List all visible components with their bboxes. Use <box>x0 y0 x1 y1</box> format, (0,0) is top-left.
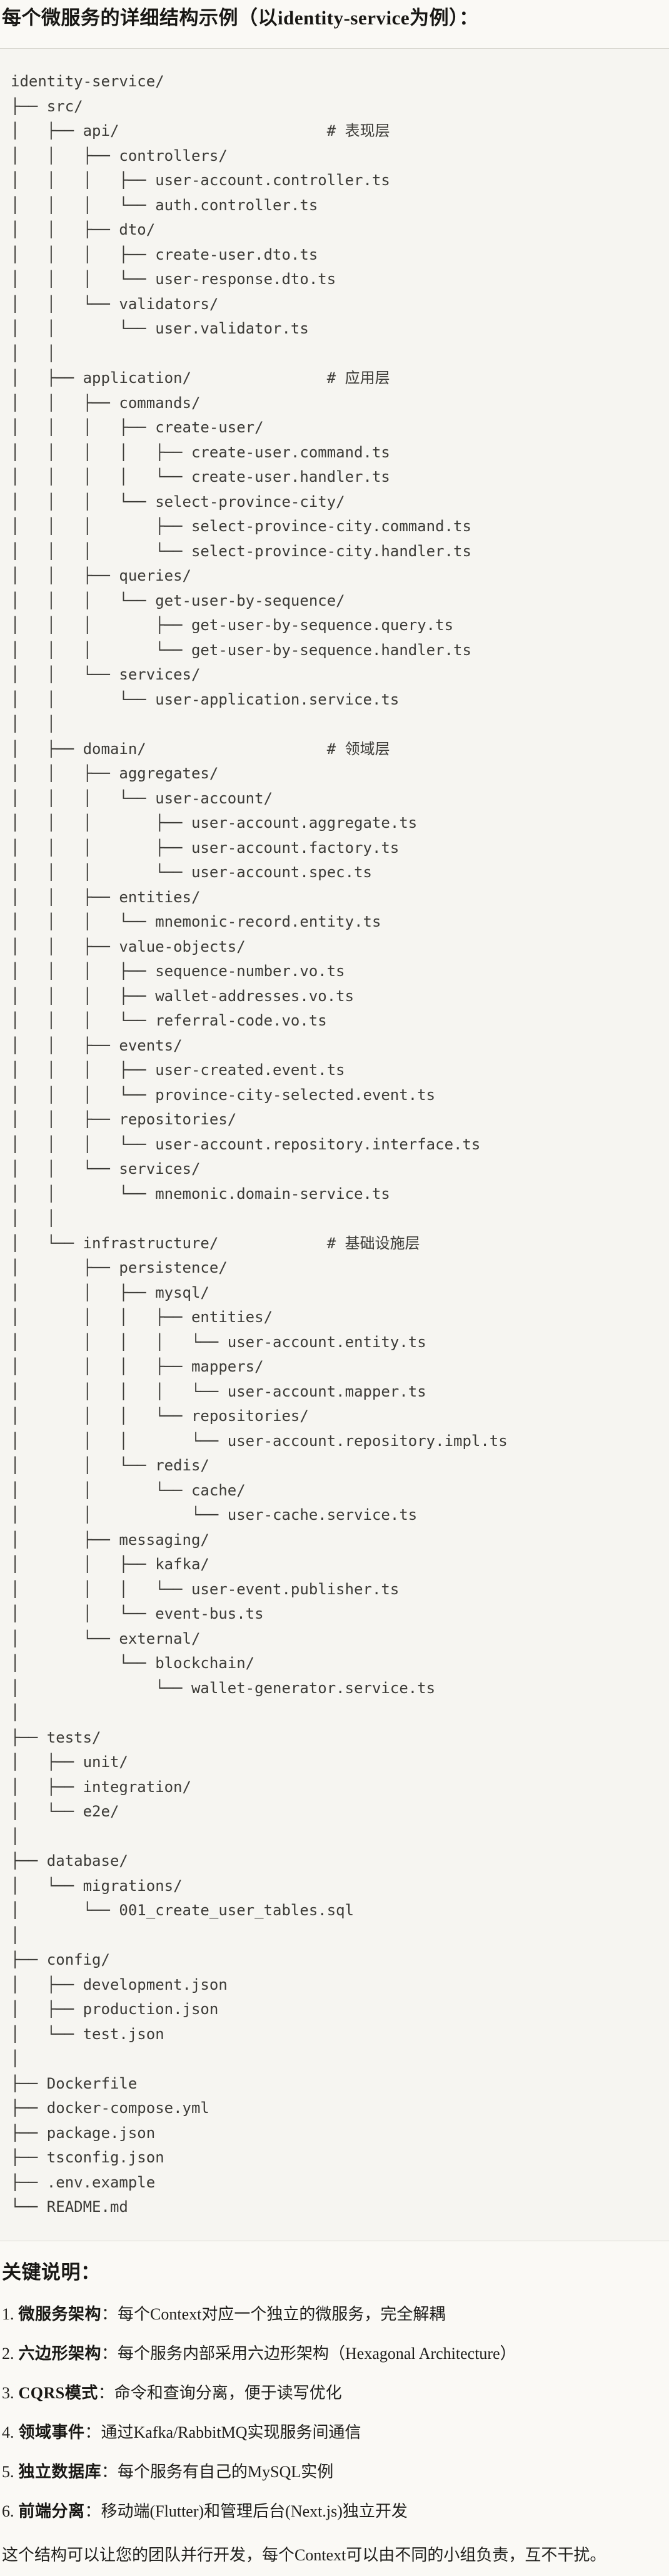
note-label: 领域事件 <box>18 2423 85 2441</box>
note-label: CQRS模式 <box>18 2383 98 2402</box>
note-label: 独立数据库 <box>18 2462 102 2481</box>
note-item: 1.微服务架构：每个Context对应一个独立的微服务，完全解耦 <box>2 2304 666 2325</box>
note-number: 5. <box>2 2462 14 2481</box>
note-number: 1. <box>2 2304 14 2323</box>
note-number: 2. <box>2 2344 14 2363</box>
footer-text: 这个结构可以让您的团队并行开发，每个Context可以由不同的小组负责，互不干扰… <box>2 2545 606 2564</box>
note-text: ：命令和查询分离，便于读写优化 <box>98 2383 342 2402</box>
notes-heading: 关键说明： <box>2 2261 101 2283</box>
note-number: 4. <box>2 2423 14 2441</box>
note-item: 4.领域事件：通过Kafka/RabbitMQ实现服务间通信 <box>2 2422 666 2443</box>
note-text: ：每个服务内部采用六边形架构（Hexagonal Architecture） <box>101 2344 516 2363</box>
note-text: ：通过Kafka/RabbitMQ实现服务间通信 <box>84 2423 361 2441</box>
note-item: 3.CQRS模式：命令和查询分离，便于读写优化 <box>2 2383 666 2404</box>
note-number: 3. <box>2 2383 14 2402</box>
code-block: identity-service/ ├── src/ │ ├── api/ # … <box>0 48 669 2241</box>
page-title: 每个微服务的详细结构示例（以identity-service为例）： <box>2 7 479 29</box>
notes-section: 关键说明： 1.微服务架构：每个Context对应一个独立的微服务，完全解耦 2.… <box>0 2259 669 2522</box>
note-text: ：移动端(Flutter)和管理后台(Next.js)独立开发 <box>84 2502 408 2520</box>
note-item: 2.六边形架构：每个服务内部采用六边形架构（Hexagonal Architec… <box>2 2343 666 2365</box>
note-label: 前端分离 <box>18 2502 85 2520</box>
note-text: ：每个服务有自己的MySQL实例 <box>101 2462 334 2481</box>
note-text: ：每个Context对应一个独立的微服务，完全解耦 <box>101 2304 446 2323</box>
directory-tree: identity-service/ ├── src/ │ ├── api/ # … <box>11 73 508 2216</box>
note-item: 6.前端分离：移动端(Flutter)和管理后台(Next.js)独立开发 <box>2 2501 666 2522</box>
note-number: 6. <box>2 2502 14 2520</box>
note-label: 六边形架构 <box>18 2344 102 2363</box>
note-item: 5.独立数据库：每个服务有自己的MySQL实例 <box>2 2461 666 2483</box>
note-label: 微服务架构 <box>18 2304 102 2323</box>
